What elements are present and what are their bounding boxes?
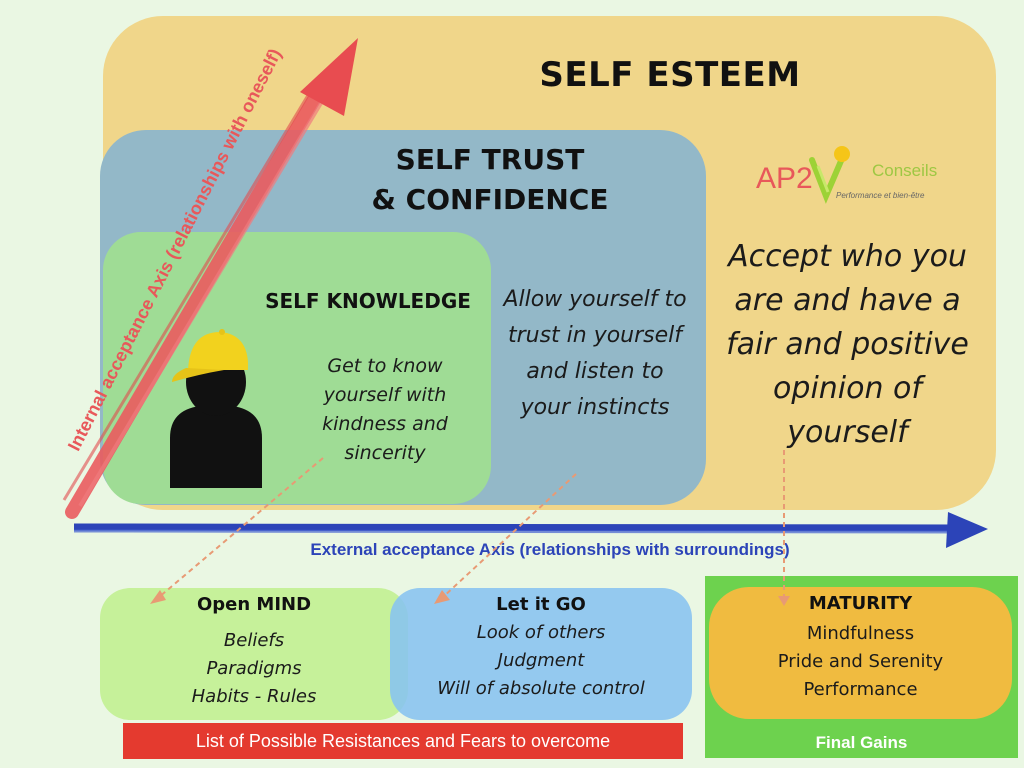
self-trust-title: SELF TRUST & CONFIDENCE [340, 140, 640, 220]
open-mind-title: Open MIND [196, 594, 312, 615]
person-cap-icon [170, 329, 262, 488]
self-trust-title-line1: SELF TRUST [395, 143, 585, 176]
logo-main-text: AP2 [756, 162, 813, 195]
open-mind-item: Habits - Rules [191, 686, 317, 707]
resistances-label: List of Possible Resistances and Fears t… [195, 731, 611, 751]
open-mind-box: Open MIND Beliefs Paradigms Habits - Rul… [100, 588, 408, 720]
open-mind-item: Paradigms [206, 658, 302, 679]
ap2-conseils-logo: AP2 Conseils Performance et bien-être [756, 146, 937, 204]
logo-tagline: Performance et bien-être [836, 191, 925, 200]
self-esteem-description: Accept who you are and have a fair and p… [726, 239, 969, 450]
open-mind-item: Beliefs [223, 630, 285, 651]
final-gains-label: Final Gains [815, 733, 908, 752]
maturity-title: MATURITY [808, 593, 913, 614]
self-trust-title-line2: & CONFIDENCE [371, 183, 609, 216]
logo-brand-text: Conseils [872, 161, 937, 180]
self-knowledge-title: SELF KNOWLEDGE [265, 289, 471, 313]
let-it-go-item: Will of absolute control [437, 678, 645, 699]
self-knowledge-description: Get to know yourself with kindness and s… [322, 355, 448, 464]
let-it-go-box: Let it GO Look of others Judgment Will o… [390, 588, 692, 720]
let-it-go-item: Judgment [497, 650, 585, 671]
maturity-item: Pride and Serenity [777, 651, 944, 672]
maturity-item: Mindfulness [806, 623, 915, 644]
maturity-item: Performance [803, 679, 918, 700]
maturity-box: MATURITY Mindfulness Pride and Serenity … [709, 587, 1012, 719]
let-it-go-title: Let it GO [496, 594, 586, 615]
self-esteem-title: SELF ESTEEM [539, 55, 801, 95]
let-it-go-item: Look of others [476, 622, 606, 643]
external-axis-label: External acceptance Axis (relationships … [310, 540, 790, 559]
resistances-bar: List of Possible Resistances and Fears t… [123, 723, 683, 759]
self-trust-description: Allow yourself to trust in yourself and … [503, 287, 687, 420]
